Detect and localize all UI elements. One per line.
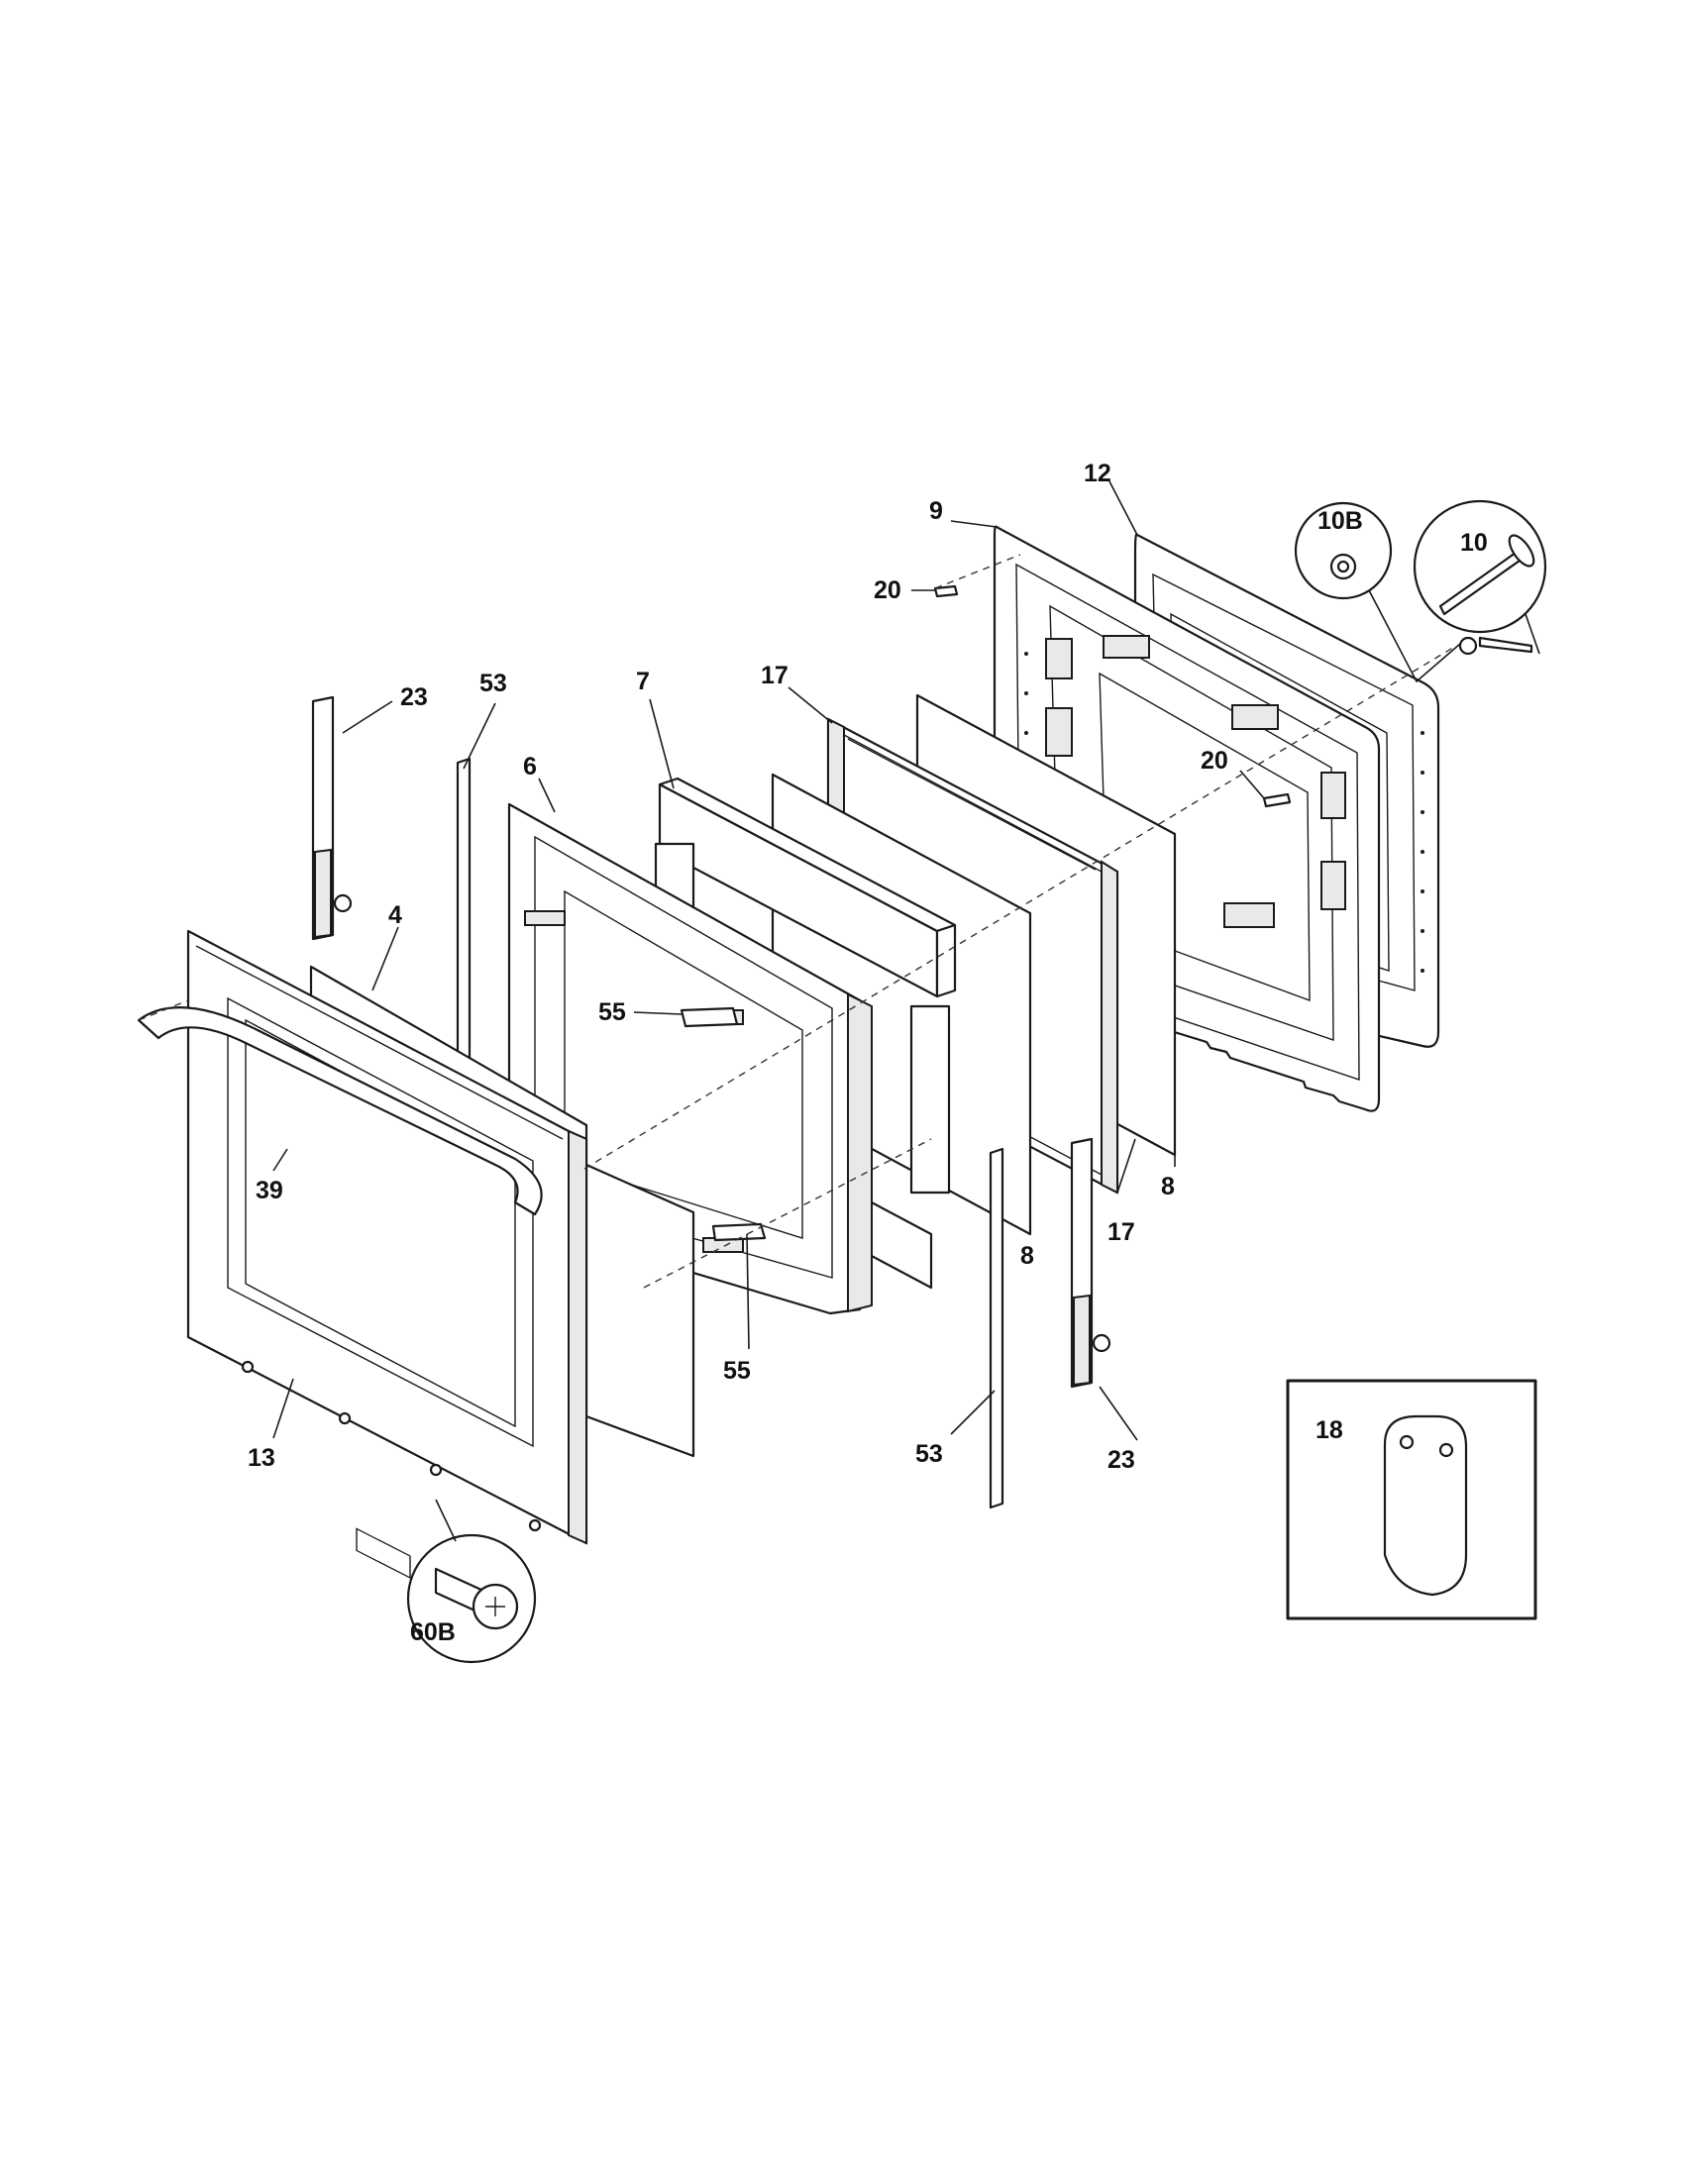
detail-box-18 [1286, 1379, 1537, 1620]
callout-20-liner: 20 [1201, 747, 1228, 775]
callout-8-front: 8 [1020, 1242, 1034, 1270]
part-liner-screws [933, 584, 1292, 808]
part-outer-door-panel [186, 929, 588, 1580]
callout-17-bottom: 17 [1107, 1218, 1135, 1246]
callout-12: 12 [1084, 460, 1111, 487]
part-side-trim-right [989, 1147, 1004, 1509]
callout-10b: 10B [1317, 507, 1363, 535]
callout-4: 4 [388, 901, 402, 929]
callout-53-right: 53 [915, 1440, 943, 1468]
callout-60b: 60B [410, 1618, 456, 1646]
leader-lines [272, 480, 1265, 1441]
assembly-axis-lines [138, 554, 1457, 1289]
part-door-screws [241, 1360, 542, 1532]
callout-55-bottom: 55 [723, 1357, 751, 1385]
part-handle [137, 1006, 543, 1216]
callout-55-top: 55 [598, 998, 626, 1026]
callout-6: 6 [523, 753, 537, 780]
detail-circle-60b [406, 1499, 537, 1664]
callout-13: 13 [248, 1444, 275, 1472]
detail-circle-10 [1413, 499, 1547, 655]
part-hinge-right [1070, 1137, 1111, 1389]
part-hinge-receivers [680, 1006, 767, 1242]
detail-circle-10b [1294, 501, 1461, 683]
callout-20-top: 20 [874, 576, 901, 604]
liner-brackets [1045, 635, 1346, 928]
callout-18: 18 [1316, 1416, 1343, 1444]
callout-9: 9 [929, 497, 943, 525]
part-bolt-10 [1458, 636, 1533, 656]
callout-23-right: 23 [1107, 1446, 1135, 1474]
callout-8-rear: 8 [1161, 1173, 1175, 1200]
part-hinge-left [311, 695, 353, 941]
callout-23-left: 23 [400, 683, 428, 711]
part-outer-glass-back [584, 1163, 695, 1458]
callout-17-top: 17 [761, 662, 789, 689]
callout-7: 7 [636, 668, 650, 695]
callout-10: 10 [1460, 529, 1488, 557]
callout-53-left: 53 [479, 670, 507, 697]
callout-39: 39 [256, 1177, 283, 1204]
